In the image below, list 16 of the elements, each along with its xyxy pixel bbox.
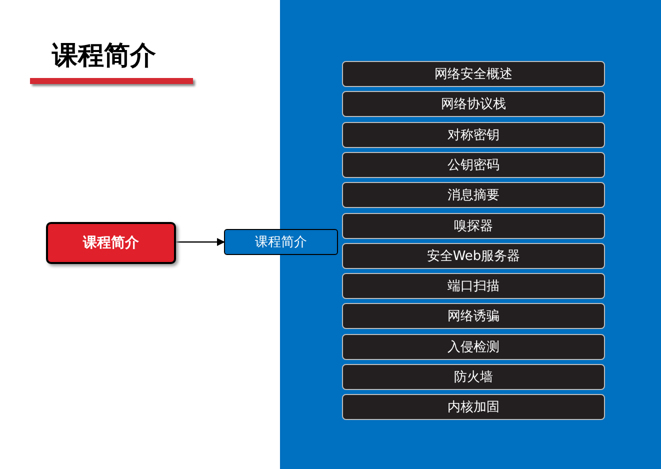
topic-box: 消息摘要 [342, 182, 605, 208]
topic-box: 内核加固 [342, 394, 605, 420]
topic-box: 入侵检测 [342, 334, 605, 360]
topic-box: 网络诱骗 [342, 303, 605, 330]
topic-box: 防火墙 [342, 364, 605, 390]
highlight-box: 课程简介 [46, 222, 176, 264]
topic-box: 网络安全概述 [342, 61, 605, 87]
title: 课程简介 [52, 40, 156, 73]
topic-box: 网络协议栈 [342, 91, 605, 118]
arrow [176, 238, 225, 246]
topic-box: 嗅探器 [342, 212, 605, 238]
topic-box: 端口扫描 [342, 273, 605, 300]
topic-box: 对称密钥 [342, 122, 605, 148]
topic-box: 公钥密码 [342, 152, 605, 178]
section-box: 课程简介 [224, 229, 338, 255]
topic-box: 安全Web服务器 [342, 242, 605, 269]
